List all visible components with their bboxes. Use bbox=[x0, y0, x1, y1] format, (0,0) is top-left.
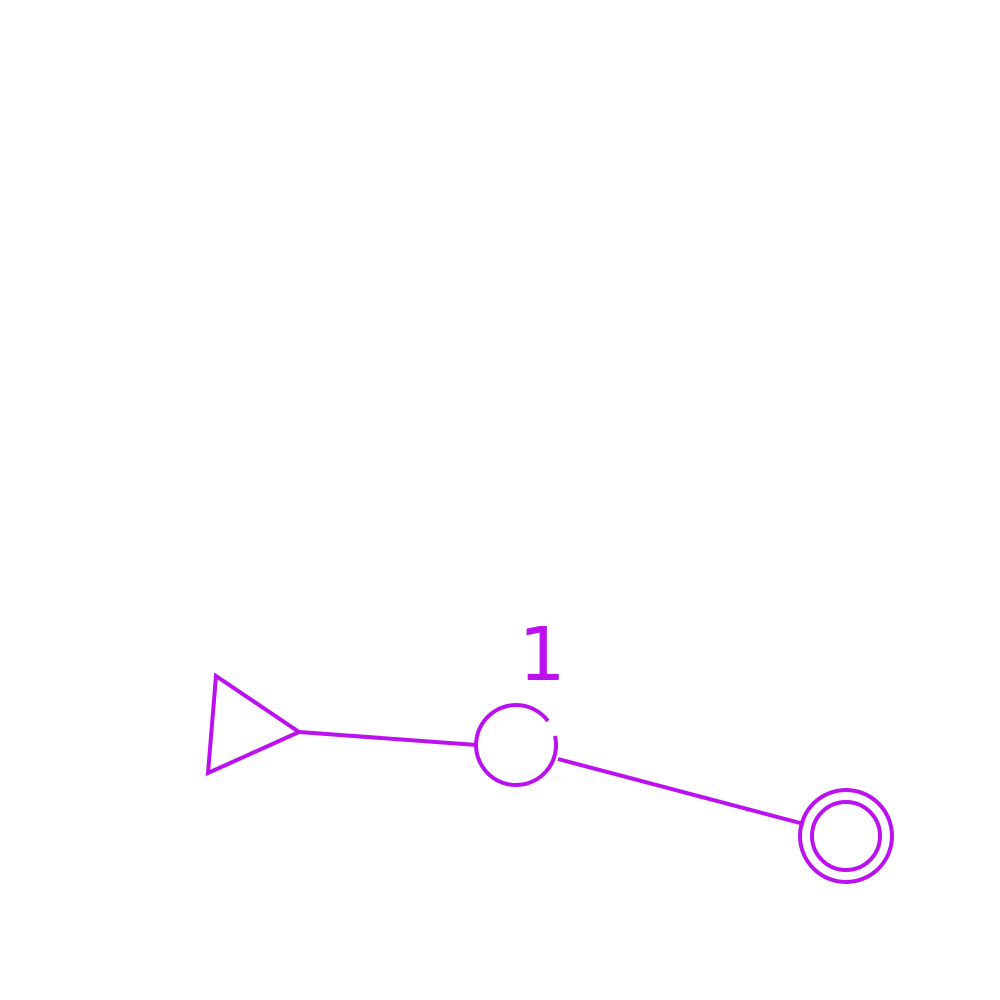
accept-outer-circle-icon bbox=[798, 788, 894, 884]
accept-inner-circle-icon bbox=[810, 800, 882, 872]
start-triangle-icon bbox=[205, 672, 304, 777]
state-1-circle-icon bbox=[474, 703, 559, 788]
edge-start-to-state-1 bbox=[298, 730, 478, 747]
edge-state-1-to-accept bbox=[557, 757, 805, 826]
state-1-label: 1 bbox=[518, 612, 565, 698]
